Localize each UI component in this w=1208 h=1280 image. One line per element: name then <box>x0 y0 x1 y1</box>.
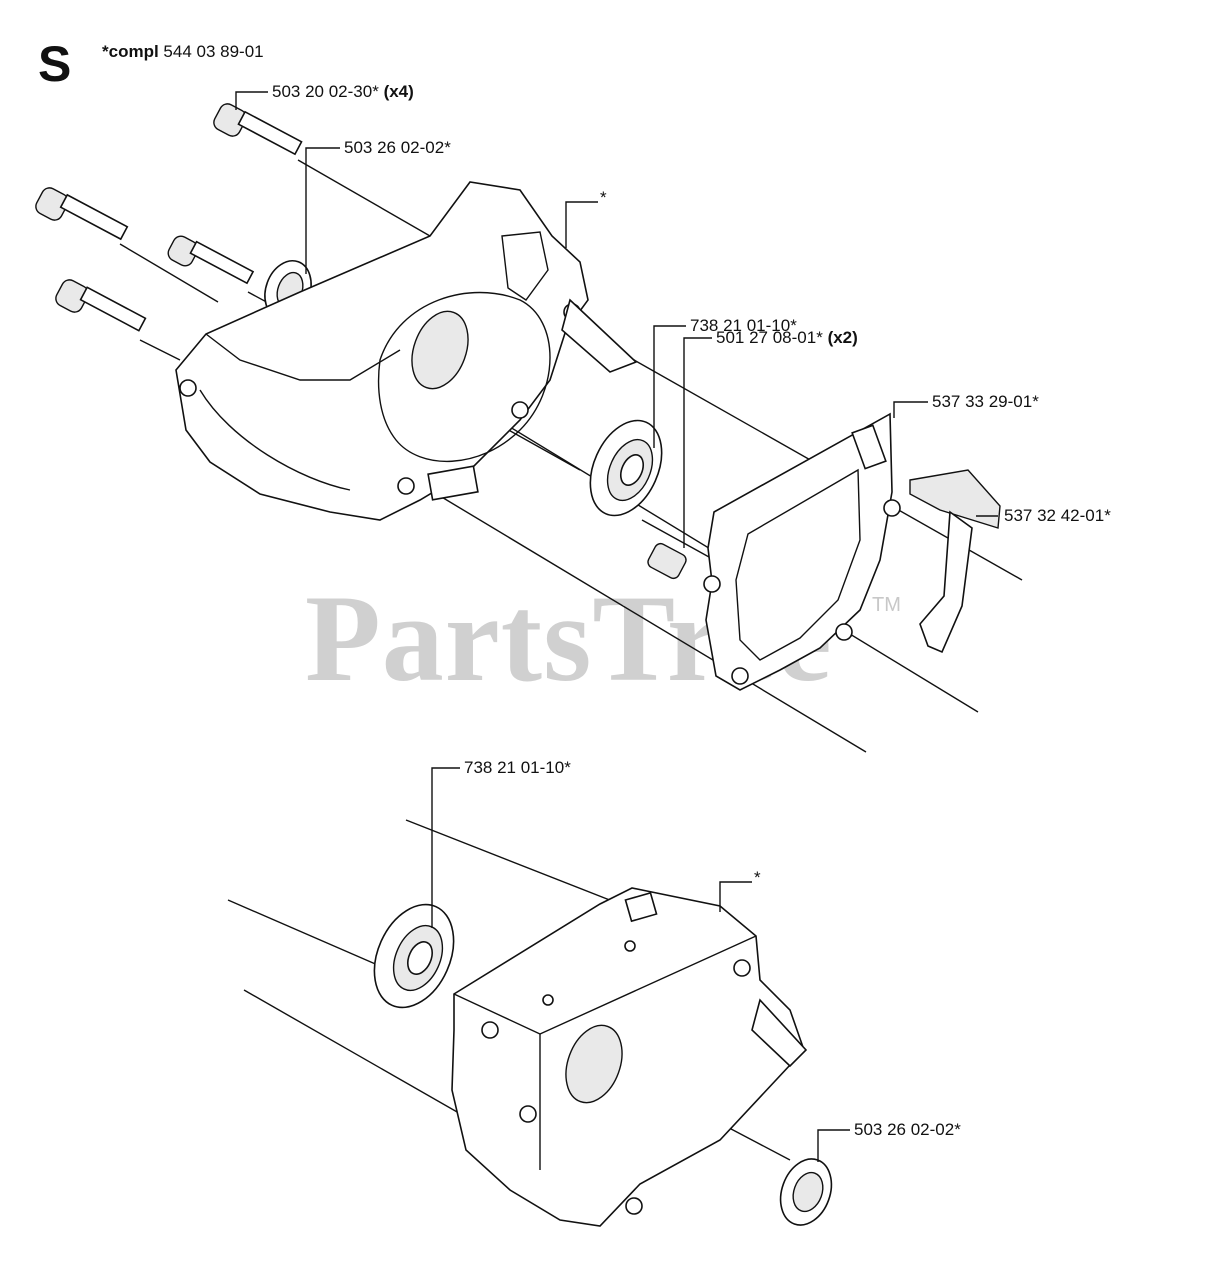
trademark-mark: TM <box>872 594 901 616</box>
label-seal-bottom: 503 26 02-02* <box>854 1120 961 1140</box>
label-sleeves: 501 27 08-01* (x2) <box>716 328 858 348</box>
crankcase-half-bottom <box>451 887 808 1227</box>
part-number: 537 33 29-01* <box>932 392 1039 411</box>
part-quantity: (x4) <box>383 82 414 101</box>
label-seal-top: 503 26 02-02* <box>344 138 451 158</box>
compl-reference: *compl 544 03 89-01 <box>102 42 264 62</box>
section-letter: S <box>38 36 72 92</box>
leader-lines <box>235 91 998 1162</box>
part-number: * <box>600 188 607 207</box>
part-number: 738 21 01-10* <box>464 758 571 777</box>
bolt-part <box>55 279 147 332</box>
bolt-part <box>213 103 303 156</box>
bolt-part <box>167 235 255 285</box>
part-number: 503 26 02-02* <box>854 1120 961 1139</box>
clip-part <box>909 469 1001 654</box>
part-number: 503 20 02-30* <box>272 82 379 101</box>
label-bolts: 503 20 02-30* (x4) <box>272 82 414 102</box>
label-gasket: 537 33 29-01* <box>932 392 1039 412</box>
seal-ring-bottom <box>779 1158 833 1226</box>
sleeve-part <box>647 542 687 580</box>
compl-number: 544 03 89-01 <box>163 42 264 61</box>
part-number: * <box>754 868 761 887</box>
label-bearing-bottom: 738 21 01-10* <box>464 758 571 778</box>
label-clip: 537 32 42-01* <box>1004 506 1111 526</box>
part-quantity: (x2) <box>827 328 858 347</box>
label-crankcase-bottom: * <box>754 868 761 888</box>
bearing-top <box>589 419 663 517</box>
part-number: 503 26 02-02* <box>344 138 451 157</box>
bearing-bottom <box>373 903 455 1009</box>
part-number: 738 21 01-10* <box>690 316 797 335</box>
part-number: 537 32 42-01* <box>1004 506 1111 525</box>
crankcase-half-top <box>175 181 638 521</box>
bolt-part <box>35 187 129 241</box>
compl-prefix: *compl <box>102 42 159 61</box>
part-number: 501 27 08-01* <box>716 328 823 347</box>
gasket-part <box>703 412 901 691</box>
label-bearing-top: 738 21 01-10* <box>690 316 797 336</box>
label-crankcase-top: * <box>600 188 607 208</box>
